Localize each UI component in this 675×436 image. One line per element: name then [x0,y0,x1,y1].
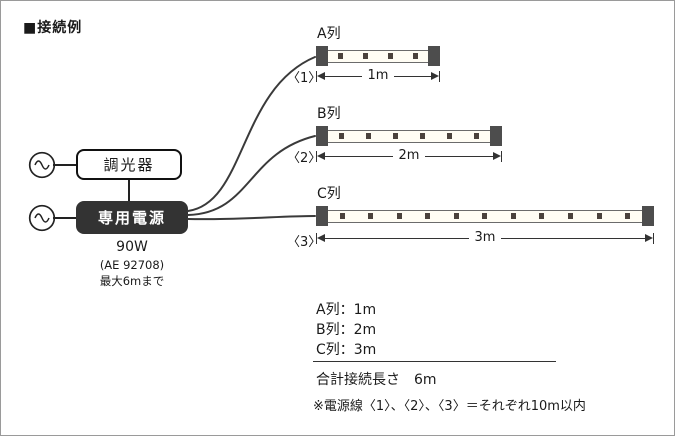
summary-divider [313,361,556,362]
led-chip [474,133,479,139]
dimmer-label: 調光器 [103,156,155,174]
wire-dimmer-to-psu [128,179,130,202]
strip-b [316,126,502,146]
strip-a-dimension: 1m [316,69,440,83]
dim-length-label: 3m [474,230,496,245]
strip-c [316,206,654,226]
led-chip [363,53,368,59]
psu-label: 専用電源 [97,209,166,227]
dim-arrow-right-icon [645,234,653,242]
strip-end-cap [490,126,502,146]
dim-arrow-right-icon [431,72,439,80]
ac-source-1-icon [28,151,56,179]
led-chip [453,213,459,219]
led-chip [393,133,398,139]
psu-wattage: 90W [116,239,148,255]
strip-end-cap [316,206,328,226]
summary-note: ※電源線〈1〉、〈2〉、〈3〉＝それぞれ10m以内 [313,399,586,414]
strip-c-label: C列 [317,186,341,202]
led-chip [366,133,371,139]
dim-line-segment [325,237,469,239]
led-chip [482,213,488,219]
dim-tick [316,150,317,162]
cable-3-label: 〈3〉 [287,235,322,250]
led-chip [596,213,602,219]
summary-line-b: B列：2m [316,322,377,338]
psu-box: 専用電源 [76,201,188,234]
cable-2-label: 〈2〉 [287,151,322,166]
led-chip [625,213,631,219]
dim-tick [316,70,317,82]
strip-c-leds [328,209,642,223]
psu-max-length: 最大6mまで [99,274,165,288]
dim-line-segment [325,155,393,157]
led-chip [510,213,516,219]
strip-b-leds [328,129,490,143]
dim-tick [501,150,502,162]
ac-source-2-icon [28,204,56,232]
dim-length-label: 1m [367,68,389,83]
strip-end-cap [642,206,654,226]
dim-length-label: 2m [398,148,420,163]
summary-line-c: C列：3m [316,342,377,358]
dim-tick [439,70,440,82]
led-chip [388,53,393,59]
strip-b-label: B列 [317,106,341,122]
led-chip [368,213,374,219]
dim-arrow-left-icon [317,234,325,242]
led-chip [420,133,425,139]
dim-line-segment [501,237,645,239]
led-chip [413,53,418,59]
summary-total: 合計接続長さ 6m [316,372,437,388]
cable-1-label: 〈1〉 [287,71,322,86]
diagram-title: ■接続例 [23,20,83,36]
strip-a-label: A列 [317,26,341,42]
led-chip [447,133,452,139]
dim-arrow-right-icon [493,152,501,160]
strip-c-dimension: 3m [316,231,654,245]
led-chip [339,133,344,139]
led-chip [338,53,343,59]
psu-model: (AE 92708) [99,258,165,272]
led-chip [396,213,402,219]
dim-line-segment [325,75,362,77]
led-chip [339,213,345,219]
strip-a [316,46,440,66]
dim-tick [653,232,654,244]
led-chip [425,213,431,219]
strip-end-cap [428,46,440,66]
strip-a-leds [328,49,428,63]
led-chip [539,213,545,219]
wire-ac1-to-dimmer [53,164,78,166]
cable-3-wire [187,215,316,221]
strip-end-cap [316,46,328,66]
summary-line-a: A列：1m [316,302,377,318]
dim-line-segment [394,75,431,77]
dimmer-box: 調光器 [76,149,182,180]
dim-tick [316,232,317,244]
wire-ac2-to-psu [53,217,78,219]
dim-arrow-left-icon [317,152,325,160]
strip-b-dimension: 2m [316,149,502,163]
dim-line-segment [425,155,493,157]
strip-end-cap [316,126,328,146]
led-chip [568,213,574,219]
dim-arrow-left-icon [317,72,325,80]
